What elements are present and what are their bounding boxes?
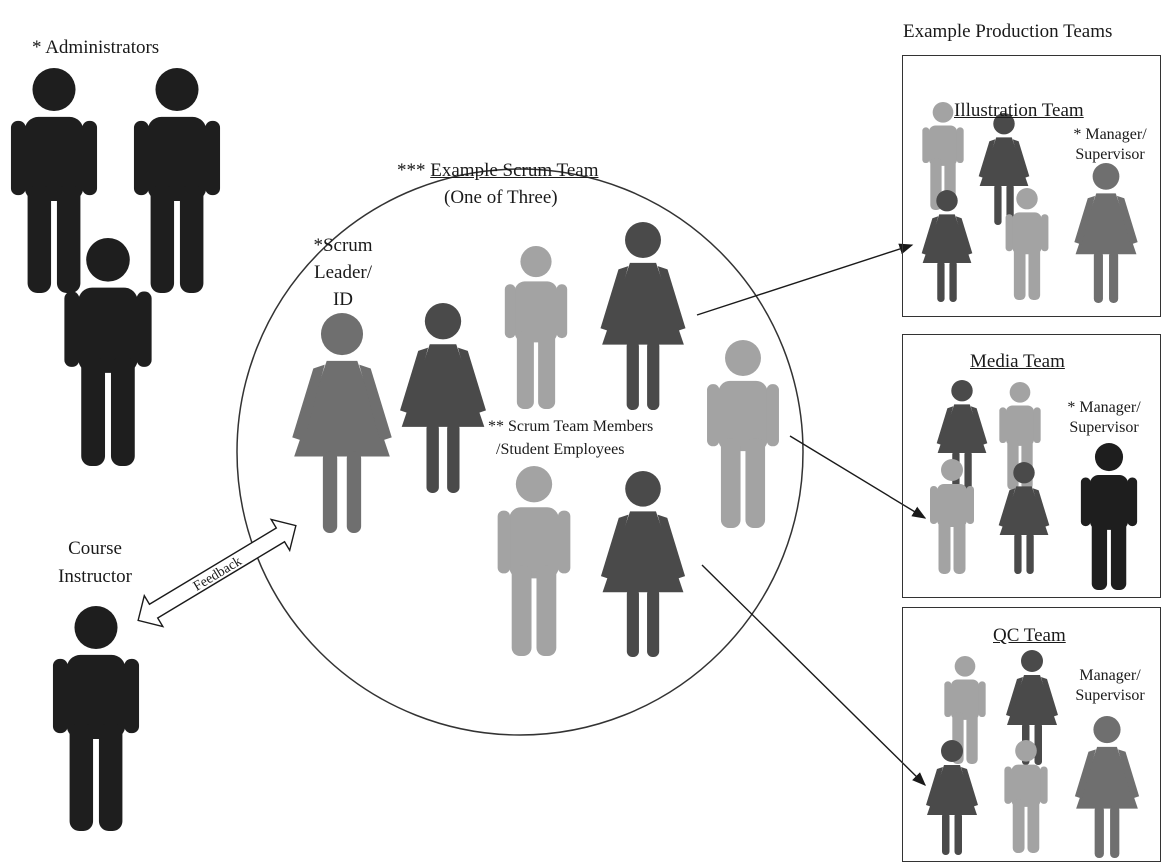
scrum-team-title: *** Example Scrum Team: [397, 160, 598, 182]
scrum-team-title-prefix: ***: [397, 160, 426, 181]
scrum-members-line2: /Student Employees: [496, 441, 625, 458]
qc-manager-line1: Manager/: [1079, 667, 1141, 684]
qc-member-figure: [1004, 740, 1048, 853]
scrum-leader-line2: Leader/: [313, 262, 372, 283]
illustration-manager-label: * Manager/ Supervisor: [1060, 125, 1160, 165]
scrum-leader-line3: ID: [332, 289, 354, 310]
illustration-manager-figure: [1074, 163, 1138, 303]
illustration-team-box: [902, 55, 1161, 317]
scrum-leader-label: *Scrum Leader/ ID: [288, 235, 398, 311]
media-manager-line1: * Manager/: [1067, 399, 1141, 416]
scrum-leader-line1: *Scrum: [313, 235, 373, 256]
illustration-member-figure: [978, 113, 1030, 226]
scrum-member-figure: [600, 471, 686, 657]
course-instructor-line1: Course: [68, 538, 122, 559]
scrum-member-figure: [600, 222, 686, 410]
arrow-to-qc-team: [701, 564, 926, 786]
scrum-team-circle: [236, 168, 804, 736]
scrum-team-subtitle: (One of Three): [444, 187, 558, 208]
illustration-manager-line1: * Manager/: [1073, 126, 1147, 143]
illustration-manager-line2: Supervisor: [1075, 146, 1145, 163]
course-instructor-line2: Instructor: [58, 566, 132, 587]
qc-member-figure: [944, 656, 986, 764]
illustration-team-title: Illustration Team: [954, 100, 1084, 121]
scrum-member-figure: [504, 246, 568, 409]
media-member-figure: [930, 459, 974, 574]
production-teams-heading: Example Production Teams: [903, 21, 1113, 42]
administrator-figure: [64, 238, 152, 466]
scrum-member-figure: [400, 303, 486, 493]
media-manager-label: * Manager/ Supervisor: [1052, 398, 1156, 438]
media-team-box: [902, 334, 1161, 598]
administrator-figure: [10, 68, 98, 293]
media-team-title: Media Team: [970, 351, 1065, 372]
qc-manager-figure: [1074, 716, 1140, 858]
illustration-member-figure: [921, 190, 973, 302]
administrators-label: * Administrators: [32, 37, 160, 58]
feedback-double-arrow: Feedback: [137, 518, 297, 628]
arrow-to-illustration-team: [696, 243, 914, 316]
scrum-member-figure: [497, 466, 571, 656]
qc-team-box: [902, 607, 1161, 862]
qc-team-title: QC Team: [993, 625, 1066, 646]
illustration-member-figure: [1005, 188, 1049, 300]
course-instructor-figure: [52, 606, 140, 831]
scrum-members-label: ** Scrum Team Members /Student Employees: [488, 417, 653, 460]
course-instructor-label: Course Instructor: [40, 538, 150, 588]
qc-member-figure: [926, 740, 978, 855]
scrum-team-title-text: Example Scrum Team: [430, 160, 599, 181]
qc-manager-label: Manager/ Supervisor: [1060, 666, 1160, 706]
administrator-figure: [133, 68, 221, 293]
scrum-members-line1: ** Scrum Team Members: [488, 418, 654, 435]
scrum-member-figure: [707, 340, 779, 528]
media-manager-figure: [1080, 443, 1138, 590]
media-manager-line2: Supervisor: [1069, 419, 1139, 436]
qc-member-figure: [1006, 650, 1058, 765]
media-member-figure: [998, 462, 1050, 574]
qc-manager-line2: Supervisor: [1075, 687, 1145, 704]
scrum-leader-figure: [292, 313, 392, 533]
